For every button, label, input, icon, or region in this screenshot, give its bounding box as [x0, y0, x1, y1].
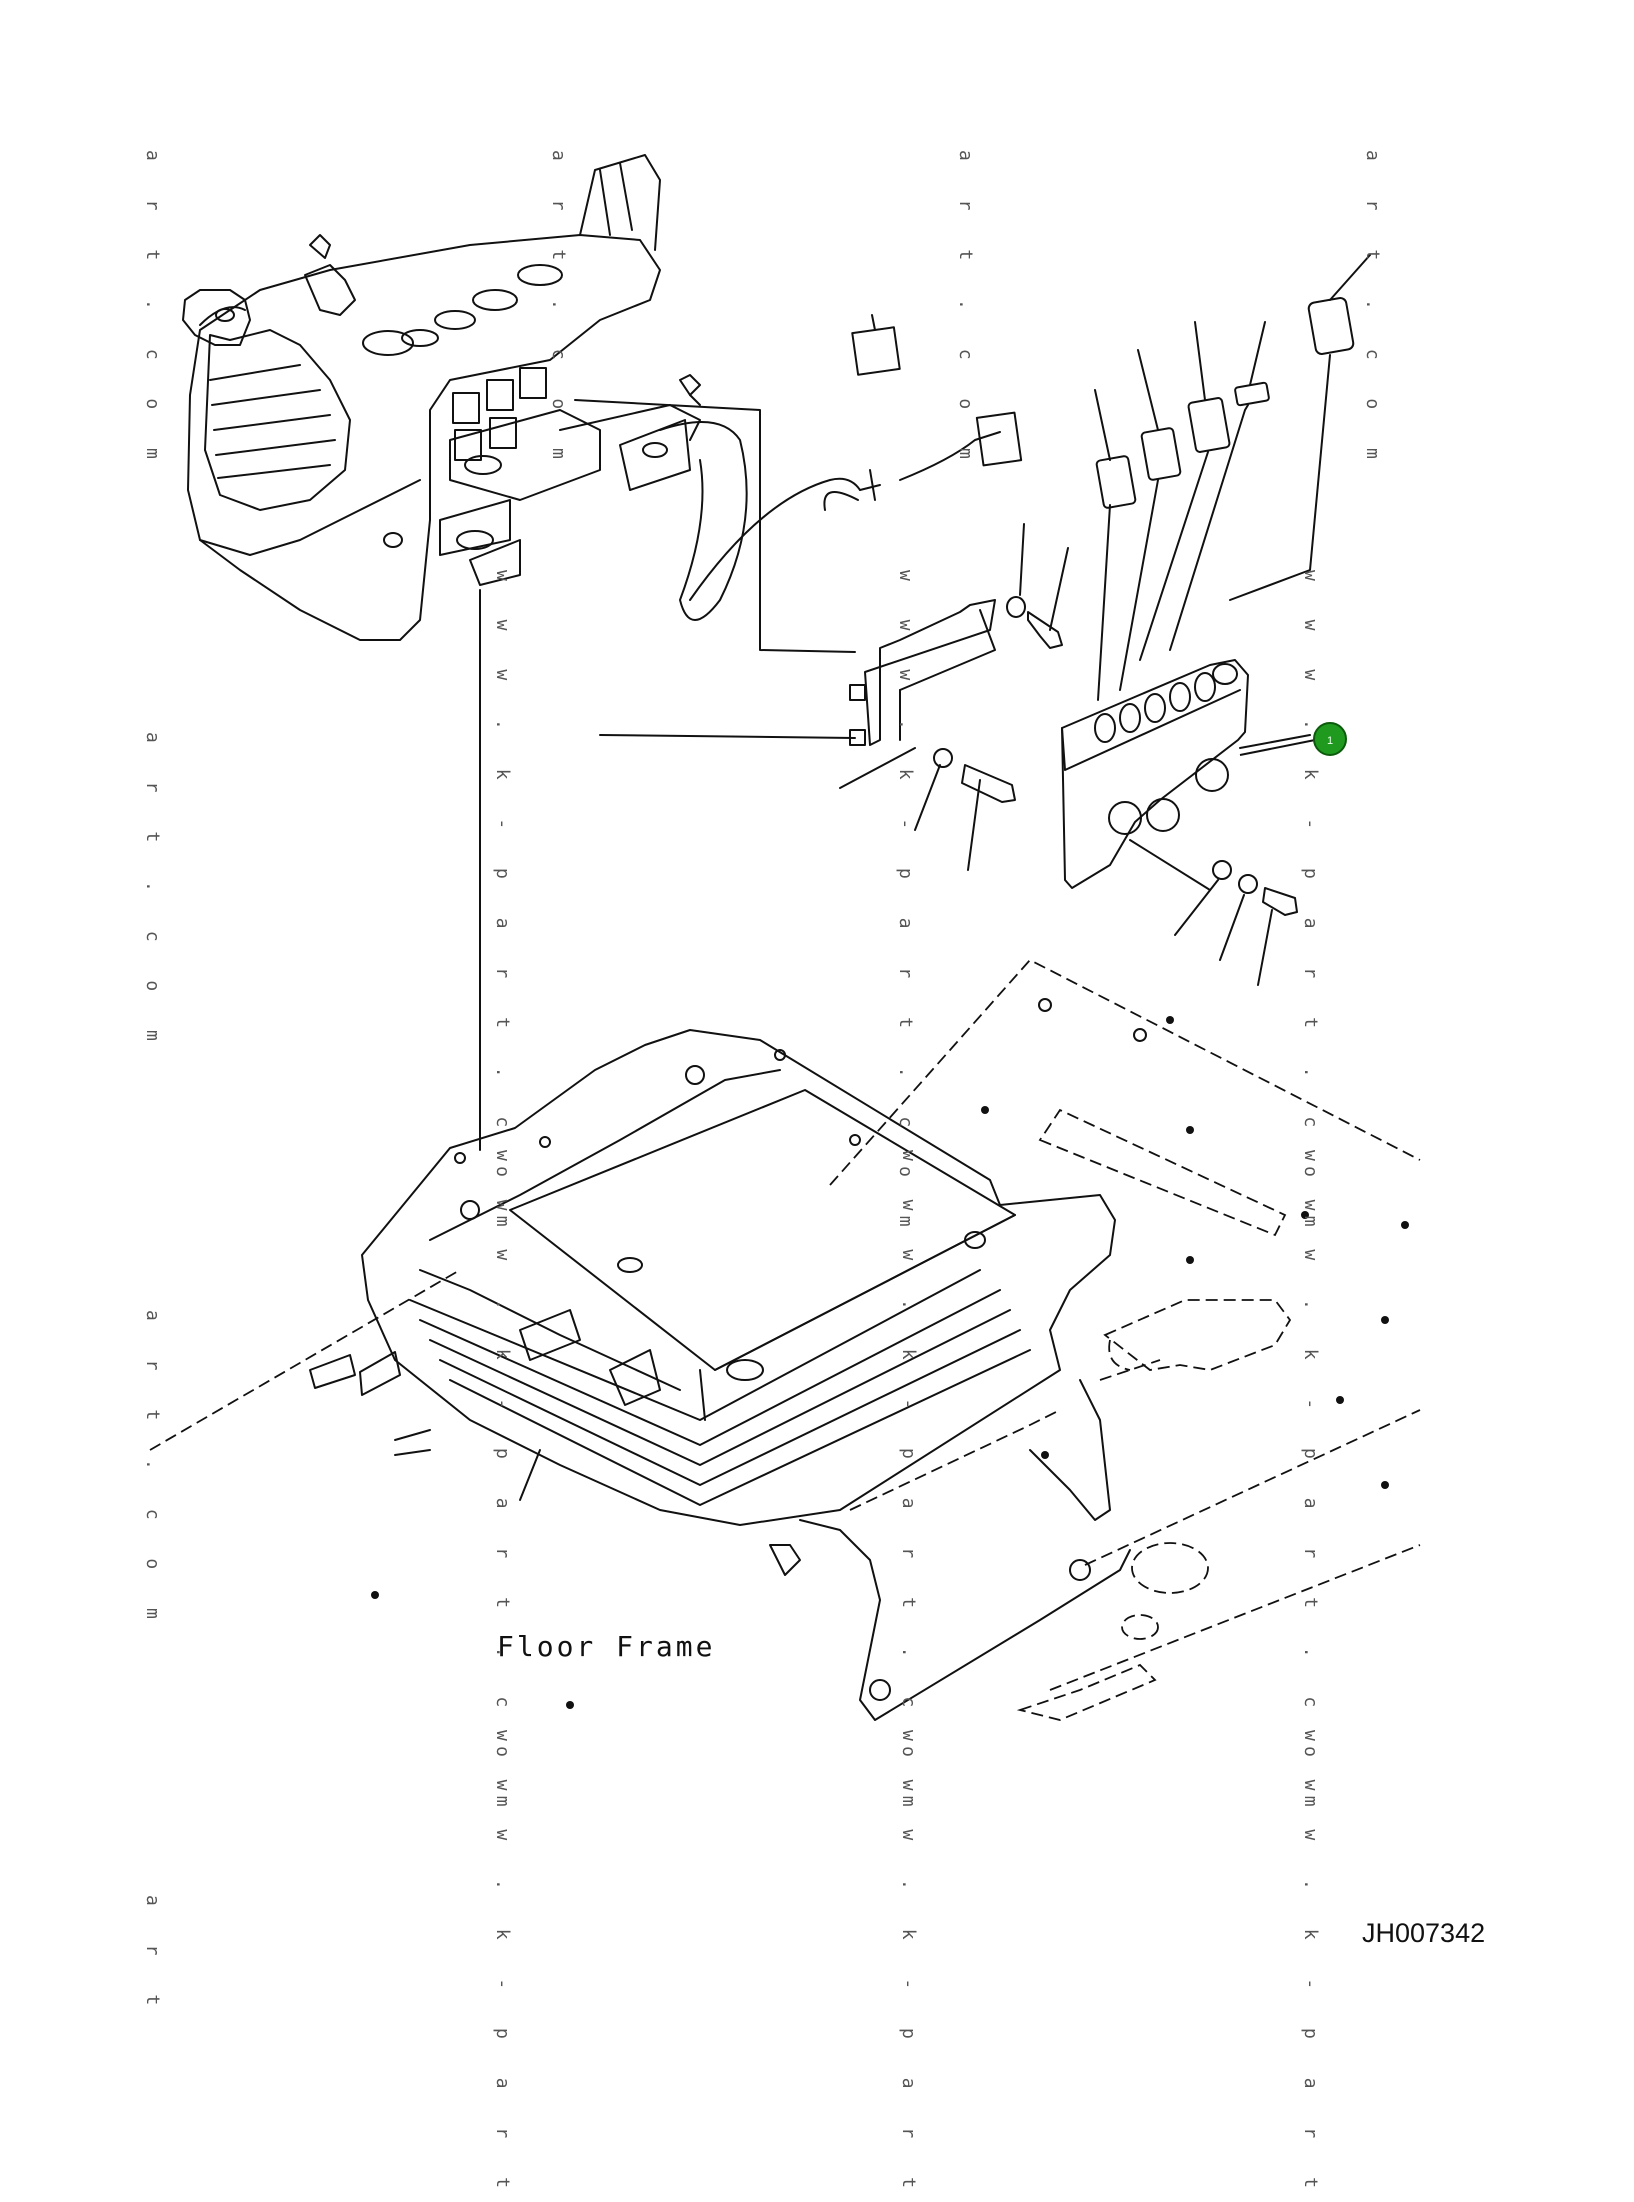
mounting-bracket — [849, 599, 996, 746]
seat-assembly — [309, 998, 1147, 1721]
watermark-kpart: w w w . k - p a r t . c o m — [898, 1150, 919, 1821]
watermark-art: a r t . c o m — [955, 150, 976, 473]
watermark-art: a r t . c o m — [548, 150, 569, 473]
leader-line — [574, 399, 856, 739]
watermark-kpart: w w w . k - p a r t . c o m — [1300, 1150, 1321, 1821]
callout-leader — [1239, 739, 1316, 756]
fasteners — [839, 523, 1298, 986]
watermark-art: a r t — [142, 1895, 163, 2020]
switches — [1094, 254, 1371, 701]
watermark-art: a r t . c o m — [1362, 150, 1383, 473]
watermark-kpart: w w w . k - p a r t — [492, 1730, 513, 2202]
watermark-kpart: w w w . k - p a r t . c o m — [895, 570, 916, 1241]
watermark-art: a r t . c o m — [142, 150, 163, 473]
watermark-art: a r t . c o m — [142, 732, 163, 1055]
watermark-art: a r t . c o m — [142, 1310, 163, 1633]
watermark-kpart: w w w . k - p a r t — [898, 1730, 919, 2202]
watermark-kpart: w w w . k - p a r t . c o m — [492, 1150, 513, 1821]
part-callout-1[interactable]: 1 — [1313, 722, 1347, 756]
switch-panel — [1061, 659, 1311, 891]
watermark-kpart: w w w . k - p a r t . c o m — [1300, 570, 1321, 1241]
drawing-code: JH007342 — [1362, 1918, 1486, 1948]
wire-harness — [659, 314, 1023, 621]
watermark-kpart: w w w . k - p a r t . c o m — [492, 570, 513, 1241]
control-console — [182, 154, 701, 641]
watermark-kpart: w w w . k - p a r t — [1300, 1730, 1321, 2202]
frame-holes — [371, 1016, 1409, 1709]
floor-frame-outline — [149, 958, 1421, 1721]
exploded-parts-diagram — [149, 154, 1421, 1721]
floor-frame-label: Floor Frame — [497, 1630, 716, 1663]
